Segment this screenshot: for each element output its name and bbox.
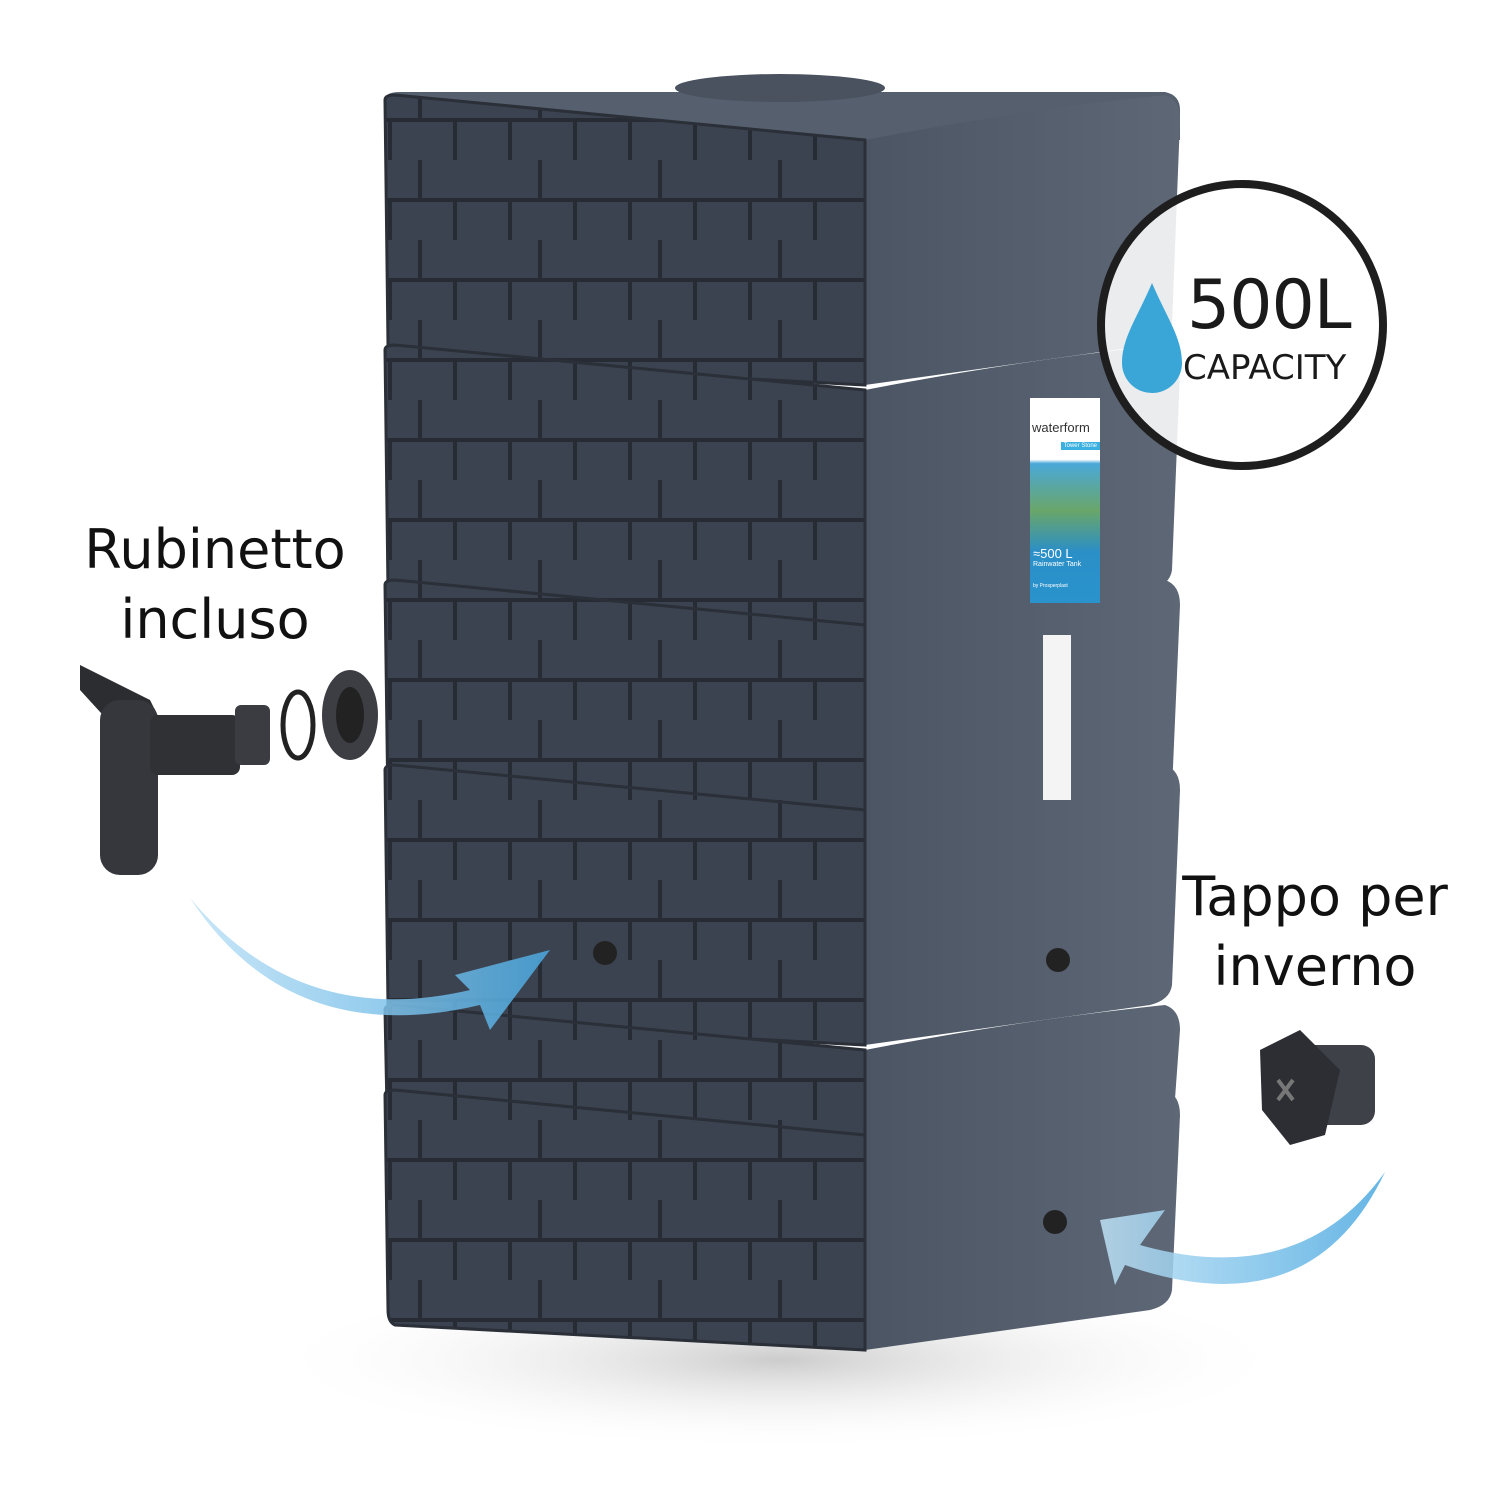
plug-callout: Tappo per inverno — [1170, 862, 1460, 1002]
capacity-badge: 500L CAPACITY — [1097, 180, 1387, 470]
label-type: Rainwater Tank — [1033, 561, 1082, 568]
tank-side-band — [865, 345, 1180, 630]
water-drop-icon — [1122, 283, 1182, 393]
capacity-value: 500L — [1187, 266, 1352, 345]
tap-callout: Rubinetto incluso — [70, 515, 360, 655]
label-brand: waterform — [1032, 420, 1090, 435]
label-maker: by Prosperplast — [1033, 583, 1068, 589]
product-label: waterform Tower Stone ≈500 L Rainwater T… — [1030, 398, 1100, 603]
tank-front-stone-band — [383, 93, 867, 387]
tap-icon — [80, 665, 378, 875]
tap-callout-line1: Rubinetto — [84, 518, 346, 581]
tank-side-band — [865, 1090, 1180, 1350]
label-model: Tower Stone — [1060, 442, 1100, 450]
tank-front-stone-band — [383, 1088, 867, 1352]
instruction-label — [1043, 635, 1071, 800]
tank-body — [383, 74, 1180, 1352]
winter-plug-icon — [1260, 1030, 1375, 1145]
capacity-label: CAPACITY — [1183, 348, 1347, 388]
tap-callout-line2: incluso — [120, 588, 310, 651]
arrow-to-plug-icon — [1100, 1172, 1385, 1285]
arrow-to-tap-icon — [190, 898, 550, 1030]
tank-side-band — [865, 765, 1180, 1045]
label-volume: ≈500 L — [1033, 546, 1073, 561]
plug-callout-line1: Tappo per — [1182, 865, 1448, 928]
drain-plug-icon — [1043, 1210, 1067, 1234]
drain-plug-icon — [1046, 948, 1070, 972]
plug-callout-line2: inverno — [1213, 935, 1417, 998]
drain-plug-icon — [593, 941, 617, 965]
